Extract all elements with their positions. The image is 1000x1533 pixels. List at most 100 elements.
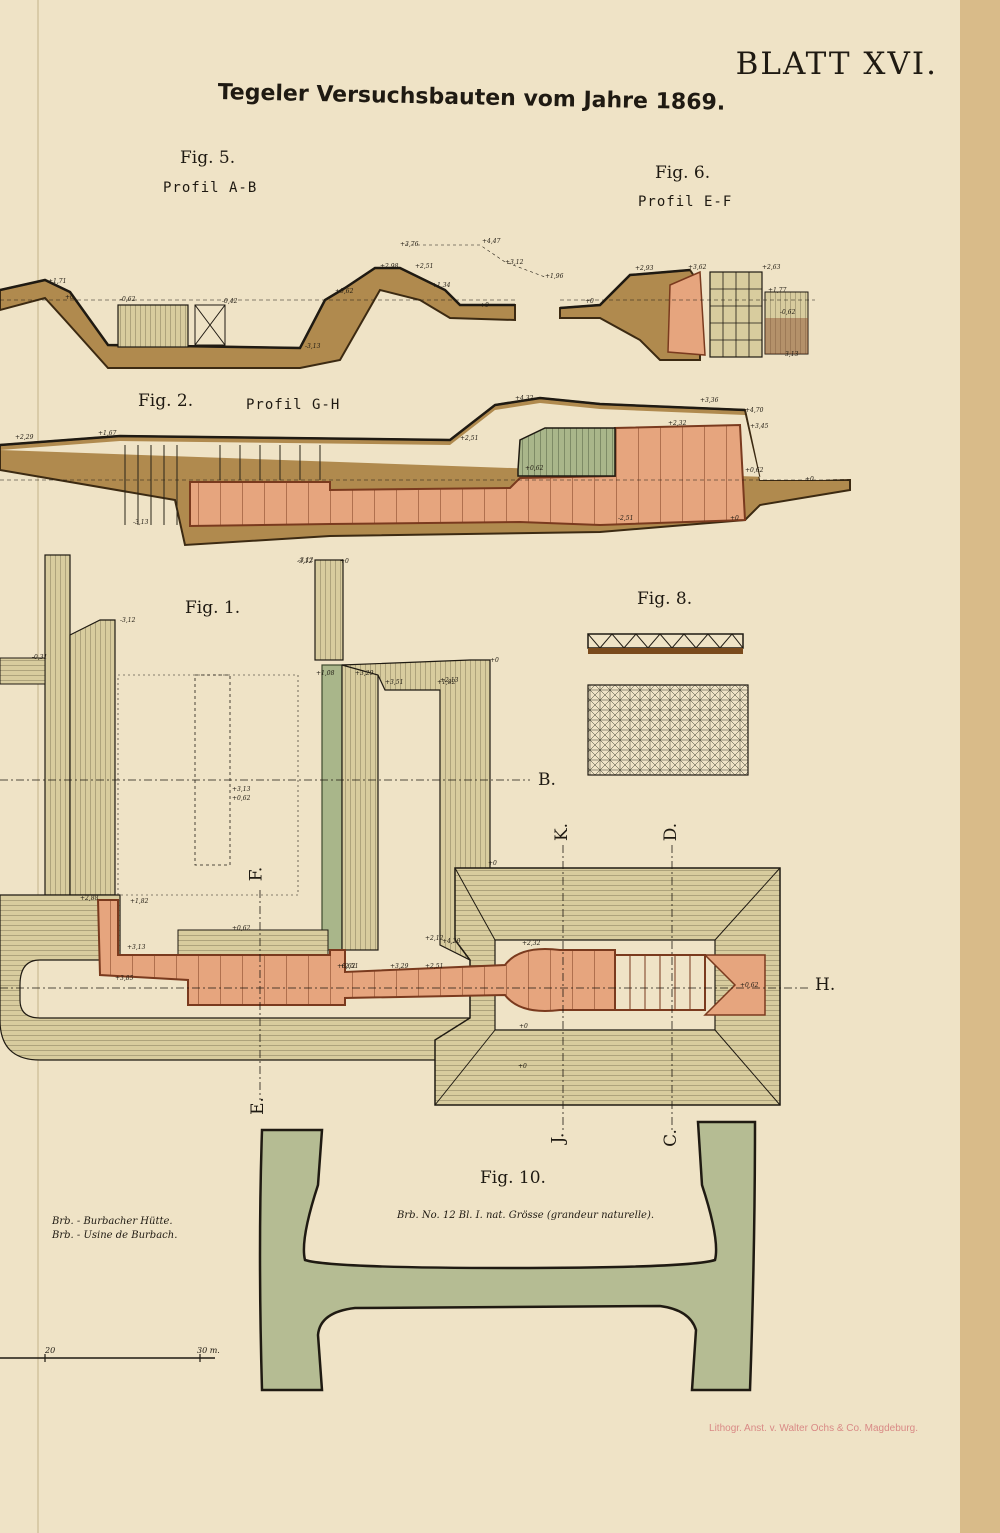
section-marker-f: F. [246, 866, 267, 882]
lithographer-imprint: Lithogr. Anst. v. Walter Ochs & Co. Magd… [709, 1423, 918, 1434]
fig2-iron-section [517, 427, 616, 477]
fig5-elevation-label: +3,12 [505, 259, 524, 266]
fig2-label: Fig. 2. [138, 391, 194, 411]
fig2-elevation-label: -3,13 [133, 519, 149, 526]
fig1-elevation-label: +0,62 [232, 925, 251, 932]
fig2-elevation-label: +4,70 [745, 407, 764, 414]
fig5-elevation-label: +4,47 [482, 238, 501, 245]
fig1-elevation-label: +0 [518, 1063, 527, 1070]
fig5-label: Fig. 5. [180, 148, 236, 168]
scale-bar [0, 1354, 215, 1362]
fig5-elevation-label: -3,13 [305, 343, 321, 350]
fig6-masonry-wedge [667, 270, 706, 356]
fig1-elevation-label: +0 [490, 657, 499, 664]
fig1-elevation-label: +0 [488, 860, 497, 867]
fig1-elevation-label: +0 [519, 1023, 528, 1030]
fig2-elevation-label: +0,62 [745, 467, 764, 474]
fig2-elevation-label: +2,51 [460, 435, 479, 442]
fig6-elevation-label: +3,62 [688, 264, 707, 271]
fig5-elevation-label: -0,62 [120, 296, 136, 303]
fig5-elevation-label: +3,76 [400, 241, 419, 248]
fig5-elevation-label: +1,34 [432, 282, 451, 289]
fig1-elevation-label: +2,51 [340, 963, 359, 970]
fig6-elevation-label: -3,13 [783, 351, 799, 358]
fig1-elevation-label: +1,82 [130, 898, 149, 905]
fig2-elevation-label: +2,32 [668, 420, 687, 427]
fig5-elevation-label: +2,51 [415, 263, 434, 270]
fig2-elevation-label: -3,12 [298, 557, 314, 564]
section-marker-k: K. [552, 822, 573, 842]
fig1-elevation-label: +4,20 [442, 938, 461, 945]
fig2-profile-label: Profil G-H [246, 397, 341, 413]
fig2-elevation-label: -2,51 [618, 515, 634, 522]
fig1-iron-wall [321, 664, 343, 951]
fig6-elevation-label: -0,62 [780, 309, 796, 316]
scale-mark-30: 30 m. [197, 1346, 220, 1355]
fig1-plan [0, 554, 810, 1130]
fig8-detail [587, 633, 749, 776]
fig1-elevation-label: +2,12 [425, 935, 444, 942]
fig8-grid [587, 684, 749, 776]
fig1-elevation-label: -0,31 [32, 654, 48, 661]
fig2-elevation-label: +3,45 [750, 423, 769, 430]
fig2-elevation-label: +0,62 [525, 465, 544, 472]
fig1-elevation-label: +0,62 [232, 795, 251, 802]
legend-line-2: Brb. - Usine de Burbach. [52, 1230, 178, 1241]
fig8-label: Fig. 8. [637, 589, 693, 609]
fig6-elevation-label: +2,93 [635, 265, 654, 272]
fig6-elevation-label: +2,63 [762, 264, 781, 271]
fig1-elevation-label: +0,62 [740, 982, 759, 989]
fig1-elevation-label: +0 [340, 558, 349, 565]
fig1-elevation-label: +1,08 [316, 670, 335, 677]
fig1-elevation-label: +2,88 [80, 895, 99, 902]
fig2-elevation-label: +0 [730, 515, 739, 522]
fig6-label: Fig. 6. [655, 163, 711, 183]
fig1-elevation-label: +3,51 [385, 679, 404, 686]
fig6-profile [559, 268, 815, 361]
fig1-elevation-label: +3,85 [115, 975, 134, 982]
section-marker-h: H. [815, 975, 836, 995]
sheet-id: BLATT XVI. [735, 46, 938, 82]
fig5-elevation-label: +0 [65, 294, 74, 301]
legend-line-1: Brb. - Burbacher Hütte. [52, 1216, 173, 1227]
fig1-elevation-label: +3,29 [355, 670, 374, 677]
fig5-elevation-label: +1,96 [545, 273, 564, 280]
fig5-elevation-label: -0,42 [222, 298, 238, 305]
fig2-profile [0, 396, 851, 547]
fig2-elevation-label: +0 [805, 476, 814, 483]
fig10-rail-section [258, 1120, 757, 1392]
fig5-profile [0, 244, 546, 369]
fig1-elevation-label: +3,13 [232, 786, 251, 793]
fig1-elevation-label: +3,29 [390, 963, 409, 970]
fig5-elevation-label: +0 [480, 302, 489, 309]
fig1-elevation-label: -3,12 [297, 558, 313, 565]
fig2-elevation-label: +4,32 [515, 395, 534, 402]
fig10-caption: Brb. No. 12 Bl. I. nat. Grösse (grandeur… [397, 1210, 655, 1221]
section-marker-d: D. [661, 822, 682, 842]
fig2-elevation-label: +3,36 [700, 397, 719, 404]
fig6-profile-label: Profil E-F [638, 194, 733, 210]
fig2-masonry-vault [189, 423, 747, 528]
fig6-elevation-label: +0 [585, 298, 594, 305]
fig6-timber-frame [764, 291, 809, 355]
fig1-elevation-label: +0,62 [337, 963, 356, 970]
fig5-profile-label: Profil A-B [163, 180, 258, 196]
fig5-elevation-label: +2,98 [380, 263, 399, 270]
fig5-timber-frame [117, 304, 189, 348]
fig5-elevation-label: +1,71 [48, 278, 67, 285]
fig1-elevation-label: +3,13 [127, 944, 146, 951]
fig6-elevation-label: +1,77 [768, 287, 787, 294]
fig2-elevation-label: +2,29 [15, 434, 34, 441]
fig1-elevation-label: +1,82 [437, 679, 456, 686]
fig1-elevation-label: -3,12 [120, 617, 136, 624]
scale-mark-20: 20 [45, 1346, 56, 1355]
fig1-elevation-label: +2,51 [425, 963, 444, 970]
fig1-elevation-label: +2,13 [440, 677, 459, 684]
fig1-masonry-tunnel [96, 899, 616, 1012]
section-marker-b: B. [538, 770, 556, 790]
fig10-label: Fig. 10. [480, 1168, 546, 1188]
paper-edge [960, 0, 1000, 1533]
fig1-elevation-label: +2,32 [522, 940, 541, 947]
fig5-elevation-label: +0,62 [335, 288, 354, 295]
